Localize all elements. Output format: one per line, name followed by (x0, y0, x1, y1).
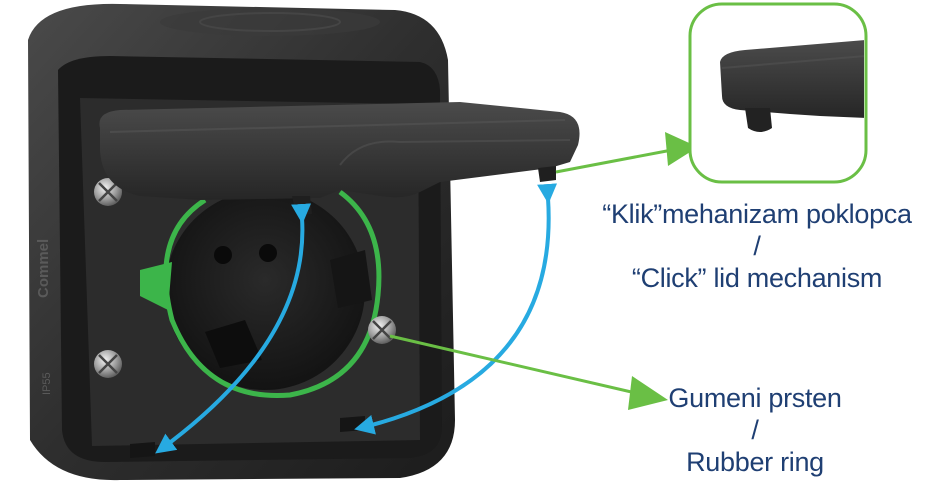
brand-logo: Commel (35, 239, 52, 298)
pointer-arrow-lid (555, 132, 698, 174)
pointer-arrow-ring (389, 334, 668, 410)
lid-catch (130, 442, 155, 458)
caption-separator: / (753, 231, 761, 261)
caption-line: Gumeni prsten (668, 383, 842, 413)
caption-line: “Click” lid mechanism (631, 263, 883, 293)
rubber-ring-caption: Gumeni prsten / Rubber ring (640, 382, 870, 478)
lid-mechanism-caption: “Klik”mehanizam poklopca / “Click” lid m… (592, 198, 922, 294)
ip-rating-label: IP55 (41, 372, 53, 395)
caption-separator: / (751, 415, 759, 445)
caption-line: Rubber ring (686, 447, 824, 477)
caption-line: “Klik”mehanizam poklopca (602, 199, 912, 229)
zoom-inset (688, 2, 868, 184)
screw-icon (94, 178, 122, 206)
screw-icon (94, 350, 122, 378)
screw-icon (368, 316, 396, 344)
lid-motion-arrows (155, 183, 558, 454)
